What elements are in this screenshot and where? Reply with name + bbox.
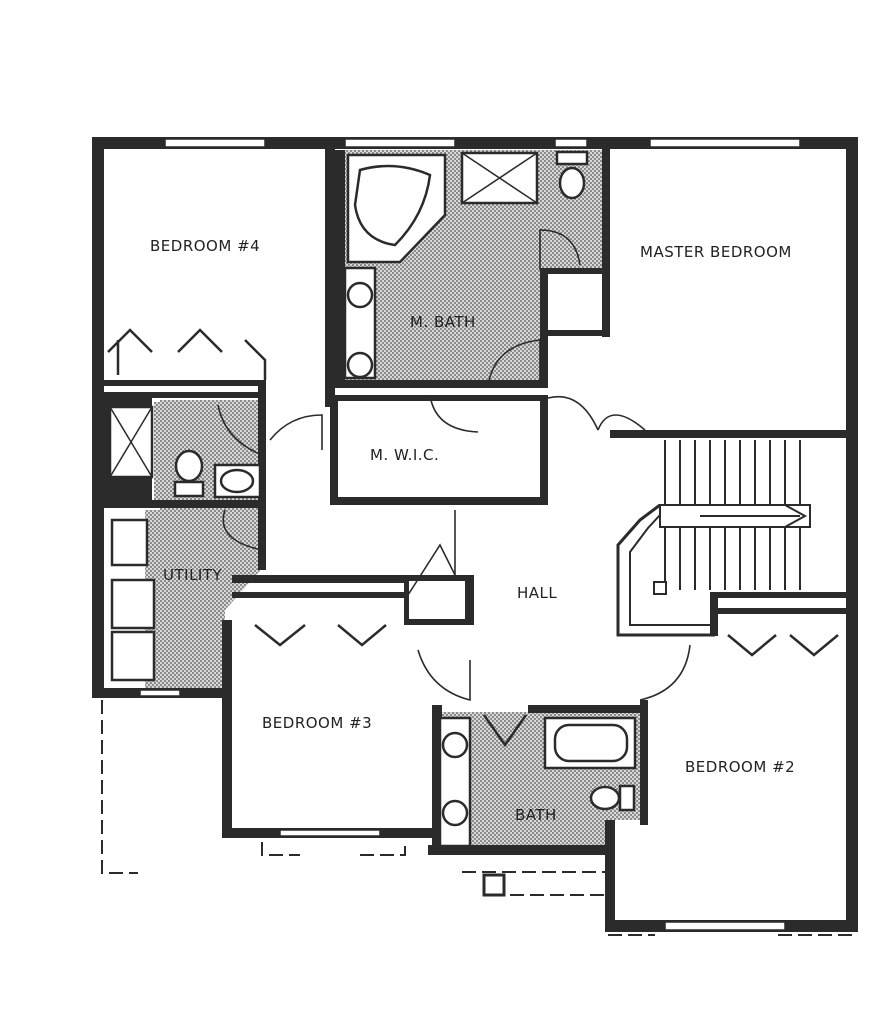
windows (139, 138, 801, 931)
door-swings (217, 229, 691, 702)
room-labels: BEDROOM #4 M. BATH MASTER BEDROOM M. W.I… (150, 237, 795, 824)
label-utility: UTILITY (163, 566, 223, 584)
label-master-bath: M. BATH (410, 313, 476, 331)
washer-icon (110, 518, 149, 567)
dryer-icon (110, 578, 156, 630)
label-hall: HALL (517, 584, 557, 602)
sink-icon (346, 351, 374, 379)
utility-floor (145, 510, 265, 690)
label-bedroom-2: BEDROOM #2 (685, 758, 795, 776)
sink-icon (441, 731, 469, 759)
label-bedroom-3: BEDROOM #3 (262, 714, 372, 732)
exterior-dashed-outlines (101, 700, 852, 936)
toilet-icon (589, 785, 621, 811)
label-master-wic: M. W.I.C. (370, 446, 439, 464)
label-master-bedroom: MASTER BEDROOM (640, 243, 792, 261)
toilet-icon (558, 166, 586, 200)
master-toilet-floor (540, 150, 602, 268)
toilet-icon (174, 449, 204, 483)
fixtures (108, 150, 637, 848)
sink-icon (441, 799, 469, 827)
label-bath: BATH (515, 806, 557, 824)
sink-icon (219, 468, 255, 494)
staircase (616, 440, 846, 637)
closet-doors (107, 328, 839, 748)
label-bedroom-4: BEDROOM #4 (150, 237, 260, 255)
sink-icon (346, 281, 374, 309)
